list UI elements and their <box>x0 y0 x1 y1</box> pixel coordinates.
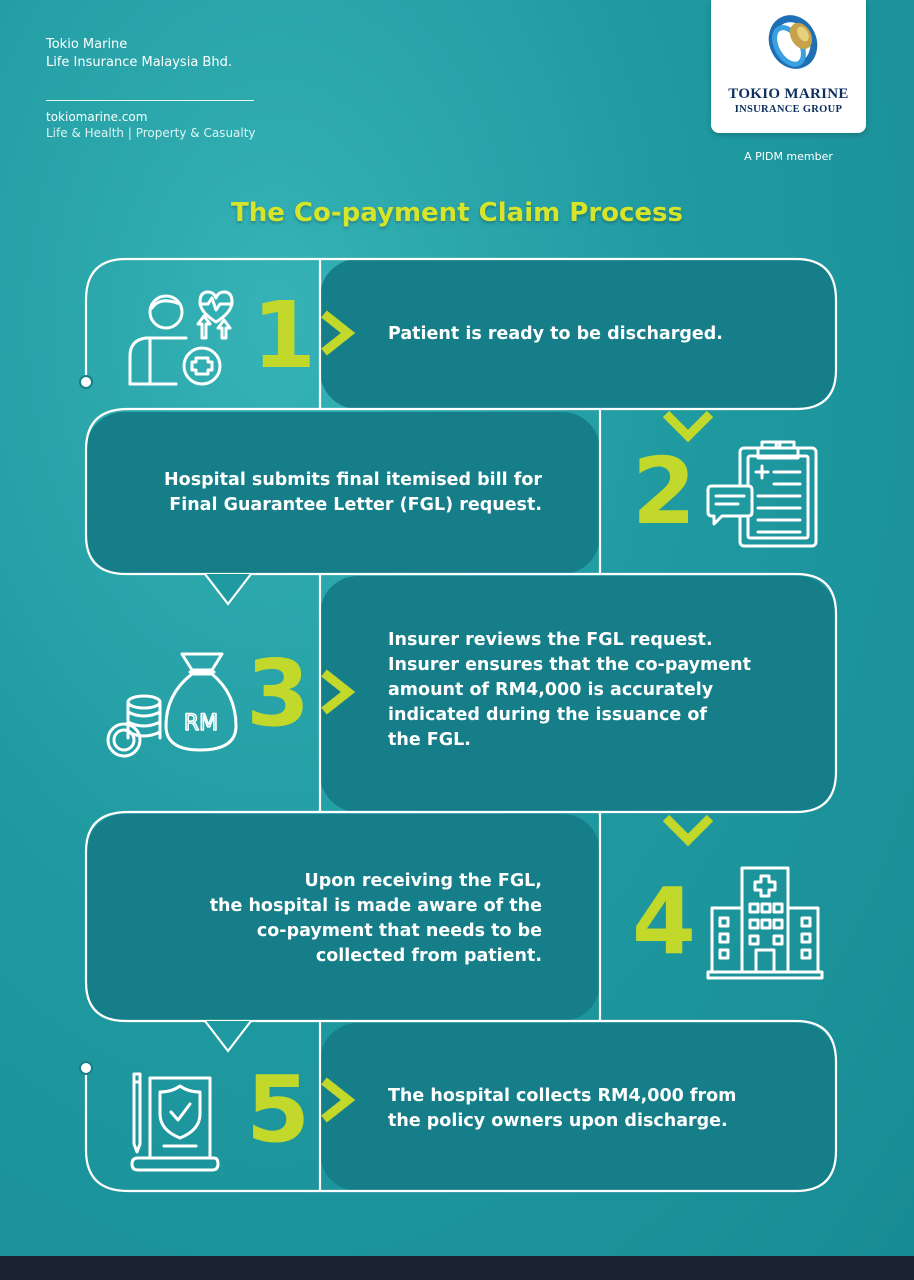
chevron-down-icon <box>662 814 714 847</box>
chevron-right-icon <box>321 1077 356 1123</box>
tokio-marine-logo: TOKIO MARINE INSURANCE GROUP <box>711 0 866 133</box>
notch-step-4 <box>204 1020 252 1053</box>
notch-step-2 <box>204 573 252 606</box>
patient-icon <box>128 290 234 386</box>
shield-document-icon <box>130 1072 220 1172</box>
chevron-down-icon <box>662 410 714 443</box>
step-4-line: Upon receiving the FGL, <box>304 871 542 891</box>
step-1-line: Patient is ready to be discharged. <box>388 324 723 344</box>
website-link[interactable]: tokiomarine.com <box>46 110 148 124</box>
step-3-panel <box>320 576 836 812</box>
header-divider <box>46 100 254 101</box>
step-3-line: indicated during the issuance of <box>388 705 708 725</box>
step-4-text: Upon receiving the FGL, the hospital is … <box>130 869 542 969</box>
clipboard-icon <box>706 440 818 548</box>
step-5-line: The hospital collects RM4,000 from <box>388 1086 737 1106</box>
step-2-line: Final Guarantee Letter (FGL) request. <box>169 495 542 515</box>
step-4-number: 4 <box>632 868 697 975</box>
step-1-number: 1 <box>252 282 317 389</box>
step-4-panel <box>86 814 600 1021</box>
flow-end-dot <box>79 1061 93 1075</box>
logo-name-line1: TOKIO MARINE <box>728 86 849 102</box>
flow-outline <box>84 257 838 1193</box>
step-3-line: Insurer reviews the FGL request. <box>388 630 713 650</box>
step-3-line: amount of RM4,000 is accurately <box>388 680 714 700</box>
step-5-text: The hospital collects RM4,000 from the p… <box>388 1084 736 1134</box>
step-5-panel <box>320 1023 836 1191</box>
step-5-number: 5 <box>246 1056 311 1163</box>
step-2-text: Hospital submits final itemised bill for… <box>130 468 542 518</box>
page-title: The Co-payment Claim Process <box>230 198 684 228</box>
step-3-number: 3 <box>246 640 311 747</box>
step-2-panel <box>86 412 600 574</box>
hospital-icon <box>706 866 824 980</box>
step-4-line: co-payment that needs to be <box>256 921 542 941</box>
company-name-line2: Life Insurance Malaysia Bhd. <box>46 55 232 70</box>
step-1-panel <box>320 259 836 409</box>
money-bag-label: RM <box>184 711 218 736</box>
money-bag-icon: RM <box>106 652 238 758</box>
pidm-member-label: A PIDM member <box>744 150 833 163</box>
company-website-block: tokiomarine.com Life & Health | Property… <box>46 109 256 141</box>
step-3-line: the FGL. <box>388 730 471 750</box>
chevron-right-icon <box>321 669 356 715</box>
step-4-line: the hospital is made aware of the <box>209 896 542 916</box>
step-2-line: Hospital submits final itemised bill for <box>164 470 542 490</box>
step-2-number: 2 <box>632 438 697 545</box>
business-lines: Life & Health | Property & Casualty <box>46 126 256 140</box>
chevron-right-icon <box>321 310 356 356</box>
step-3-line: Insurer ensures that the co-payment <box>388 655 751 675</box>
step-5-line: the policy owners upon discharge. <box>388 1111 728 1131</box>
company-name-line1: Tokio Marine <box>46 37 128 52</box>
company-name: Tokio Marine Life Insurance Malaysia Bhd… <box>46 36 232 72</box>
step-1-text: Patient is ready to be discharged. <box>388 322 723 347</box>
step-4-line: collected from patient. <box>315 946 542 966</box>
logo-emblem-icon <box>768 15 818 69</box>
footer-bar <box>0 1256 914 1280</box>
logo-name-line2: INSURANCE GROUP <box>734 104 843 115</box>
accent-chevrons <box>321 310 714 1123</box>
step-3-text: Insurer reviews the FGL request. Insurer… <box>388 628 751 753</box>
flow-start-dot <box>79 375 93 389</box>
